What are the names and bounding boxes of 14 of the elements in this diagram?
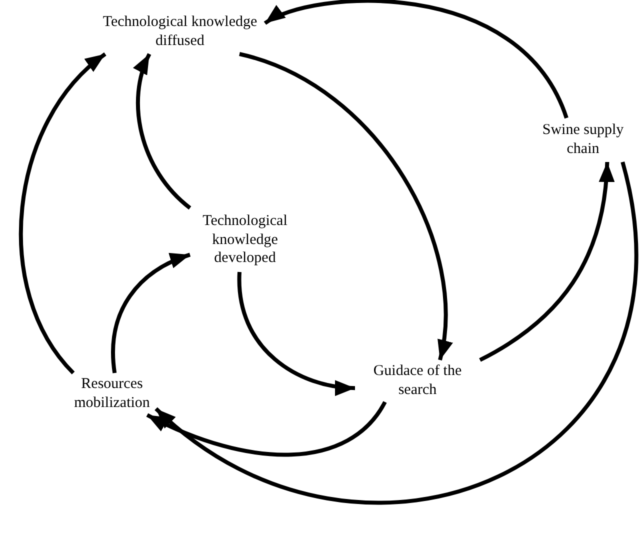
node-label: Swine supply chain	[541, 121, 625, 159]
node-label: Resources mobilization	[73, 375, 151, 413]
curved-arrow	[134, 53, 192, 210]
node-label: Technological knowledge diffused	[102, 13, 258, 51]
curved-arrow	[146, 400, 387, 457]
curved-arrow	[154, 162, 638, 504]
curved-arrow	[238, 272, 356, 395]
curved-arrow	[264, 0, 568, 119]
curved-arrow	[479, 162, 614, 362]
node-label: Technological knowledge developed	[202, 212, 288, 268]
curved-arrow	[19, 52, 106, 374]
curved-arrow	[238, 52, 452, 360]
node-label: Guidace of the search	[372, 362, 463, 400]
curved-arrow	[111, 252, 191, 374]
